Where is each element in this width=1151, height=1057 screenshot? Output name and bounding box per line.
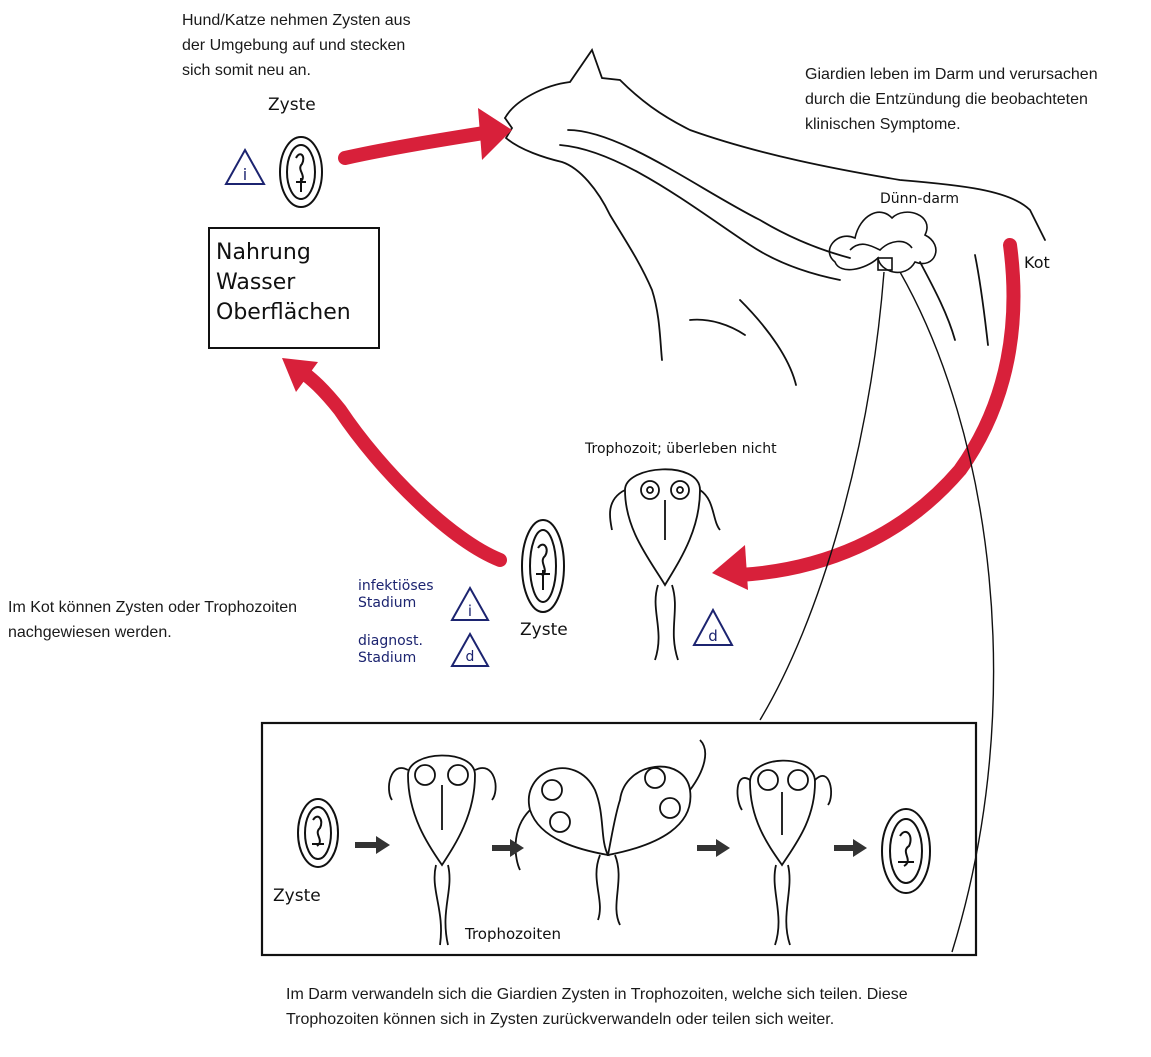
bottom-note: Im Darm verwandeln sich die Giardien Zys… bbox=[286, 982, 926, 1032]
cyst-middle-icon bbox=[522, 520, 564, 612]
env-label-surfaces: Oberflächen bbox=[216, 298, 376, 328]
legend-diagnostic-triangle-icon: d bbox=[452, 634, 488, 666]
trophozoite-icon bbox=[610, 469, 720, 660]
env-label-food: Nahrung bbox=[216, 238, 376, 268]
legend-diagnostic-label: diagnost. Stadium bbox=[358, 633, 450, 667]
small-intestine bbox=[829, 212, 936, 272]
cyst-top-label: Zyste bbox=[268, 95, 316, 115]
feces-note: Im Kot können Zysten oder Trophozoiten n… bbox=[8, 595, 338, 645]
svg-text:i: i bbox=[468, 602, 472, 620]
inset-trophozoite-1-icon bbox=[389, 755, 496, 945]
env-label-water: Wasser bbox=[216, 268, 376, 298]
kot-label: Kot bbox=[1024, 253, 1050, 272]
diagnostic-triangle-icon: d bbox=[694, 610, 732, 645]
svg-text:d: d bbox=[708, 627, 718, 645]
environment-box-labels: Nahrung Wasser Oberflächen bbox=[216, 238, 376, 328]
inset-cyst-left-icon bbox=[298, 799, 338, 867]
small-intestine-label-1: Dünn-darm bbox=[880, 191, 959, 207]
svg-text:i: i bbox=[243, 165, 247, 184]
legend-infective-label: infektiöses Stadium bbox=[358, 578, 450, 612]
intestine-note: Giardien leben im Darm und verursachen d… bbox=[805, 62, 1135, 137]
infection-note: Hund/Katze nehmen Zysten aus der Umgebun… bbox=[182, 8, 427, 83]
svg-text:d: d bbox=[466, 649, 475, 665]
inset-cyst-right-icon bbox=[882, 809, 930, 893]
connector-lines bbox=[760, 272, 994, 952]
legend-infective-triangle-icon: i bbox=[452, 588, 488, 620]
cyst-middle-label: Zyste bbox=[520, 620, 568, 640]
infective-triangle-icon: i bbox=[226, 150, 264, 184]
trophozoites-inset-label: Trophozoiten bbox=[465, 925, 561, 943]
inset-dividing-trophozoites-icon bbox=[516, 740, 706, 925]
cyst-inset-label: Zyste bbox=[273, 886, 321, 906]
cyst-top-icon bbox=[280, 137, 322, 207]
inset-trophozoite-2-icon bbox=[737, 761, 831, 945]
trophozoite-label: Trophozoit; überleben nicht bbox=[585, 440, 805, 458]
